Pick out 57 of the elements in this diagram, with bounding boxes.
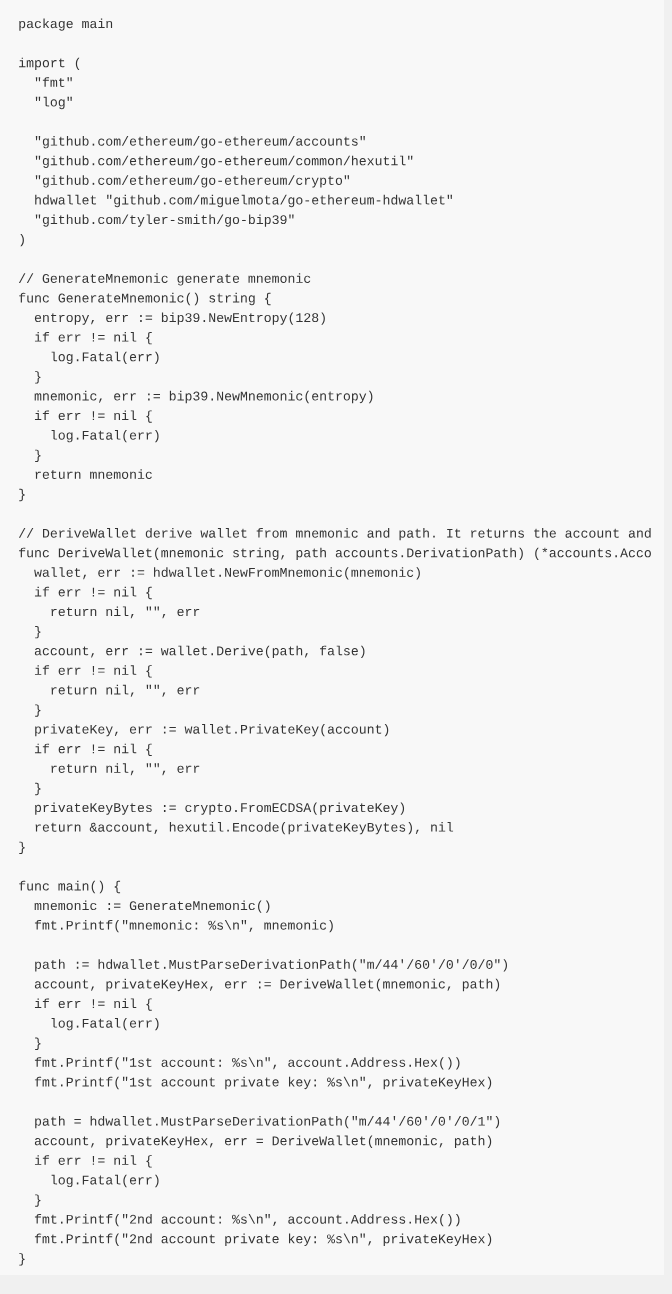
code-line: privateKey, err := wallet.PrivateKey(account) bbox=[35, 724, 389, 737]
code-line: func GenerateMnemonic() string { bbox=[19, 292, 271, 306]
code-line: return nil, "", err bbox=[51, 684, 200, 697]
code-line: fmt.Printf("1st account: %s\n", account.Address.Hex()) bbox=[34, 1057, 460, 1070]
code-line: fmt.Printf("mnemonic: %s\n", mnemonic) bbox=[34, 920, 333, 933]
code-line: "github.com/tyler-smith/go-bip39" bbox=[35, 214, 294, 227]
code-line: import ( bbox=[19, 57, 80, 70]
code-line: } bbox=[19, 1253, 25, 1266]
code-line: func DeriveWallet(mnemonic string, path accounts.DerivationPath) (*accounts.Acco bbox=[19, 547, 651, 560]
code-line: entropy, err := bip39.NewEntropy(128) bbox=[34, 312, 325, 325]
code-line: // GenerateMnemonic generate mnemonic bbox=[18, 273, 311, 286]
code-line: } bbox=[19, 841, 25, 854]
code-line: if err != nil { bbox=[34, 332, 152, 345]
code-line: account, err := wallet.Derive(path, false) bbox=[34, 645, 365, 658]
code-line: if err != nil { bbox=[34, 665, 152, 678]
code-line: } bbox=[35, 782, 41, 796]
code-line: return nil, "", err bbox=[51, 763, 200, 776]
code-line: "fmt" bbox=[35, 77, 72, 87]
code-line: "log" bbox=[35, 96, 72, 110]
code-line: } bbox=[35, 1194, 41, 1207]
code-line: log.Fatal(err) bbox=[51, 1018, 159, 1031]
code-line: "github.com/ethereum/go-ethereum/crypto" bbox=[35, 175, 350, 188]
code-line: return nil, "", err bbox=[51, 606, 200, 619]
code-line: fmt.Printf("2nd account: %s\n", account.Address.Hex()) bbox=[34, 1214, 460, 1227]
code-line: } bbox=[35, 1037, 41, 1050]
code-line: path := hdwallet.MustParseDerivationPath("m/44'/60'/0'/0/0") bbox=[35, 959, 507, 972]
code-line: if err != nil { bbox=[34, 1155, 152, 1168]
code-line: func main() { bbox=[19, 880, 121, 894]
code-line: if err != nil { bbox=[34, 586, 152, 600]
code-line: path = hdwallet.MustParseDerivationPath("m/44'/60'/0'/0/1") bbox=[35, 1116, 500, 1129]
code-line: account, privateKeyHex, err = DeriveWallet(mnemonic, path) bbox=[34, 1135, 492, 1148]
code-line: log.Fatal(err) bbox=[51, 1174, 159, 1188]
code-line: // DeriveWallet derive wallet from mnemonic and path. It returns the account and bbox=[18, 528, 651, 541]
code-line: } bbox=[35, 371, 41, 384]
code-line: return mnemonic bbox=[35, 469, 152, 479]
code-line: log.Fatal(err) bbox=[51, 430, 159, 443]
code-line: account, privateKeyHex, err := DeriveWallet(mnemonic, path) bbox=[34, 978, 500, 992]
code-line: if err != nil { bbox=[34, 743, 152, 756]
code-line: if err != nil { bbox=[34, 410, 152, 423]
code-line: } bbox=[35, 449, 41, 462]
code-line: fmt.Printf("2nd account private key: %s\n", privateKeyHex) bbox=[34, 1233, 492, 1246]
code-line: "github.com/ethereum/go-ethereum/accounts" bbox=[35, 136, 365, 149]
code-line: log.Fatal(err) bbox=[51, 351, 159, 364]
code-line: return &account, hexutil.Encode(privateKeyBytes), nil bbox=[35, 822, 454, 835]
code-line: fmt.Printf("1st account private key: %s\n", privateKeyHex) bbox=[34, 1076, 492, 1090]
code-line: } bbox=[19, 488, 25, 502]
code-line: privateKeyBytes := crypto.FromECDSA(privateKey) bbox=[35, 802, 405, 815]
code-line: mnemonic, err := bip39.NewMnemonic(entropy) bbox=[34, 390, 373, 404]
code-line: "github.com/ethereum/go-ethereum/common/hexutil" bbox=[35, 155, 413, 168]
code-line: mnemonic := GenerateMnemonic() bbox=[34, 900, 270, 913]
code-line: } bbox=[35, 626, 41, 639]
code-line: } bbox=[35, 704, 41, 717]
code-line: hdwallet "github.com/miguelmota/go-ethereum-hdwallet" bbox=[35, 194, 452, 208]
code-line: ) bbox=[20, 234, 24, 247]
code-line: wallet, err := hdwallet.NewFromMnemonic(mnemonic) bbox=[34, 567, 420, 580]
code-line: if err != nil { bbox=[34, 998, 152, 1011]
code-line: package main bbox=[19, 18, 113, 31]
